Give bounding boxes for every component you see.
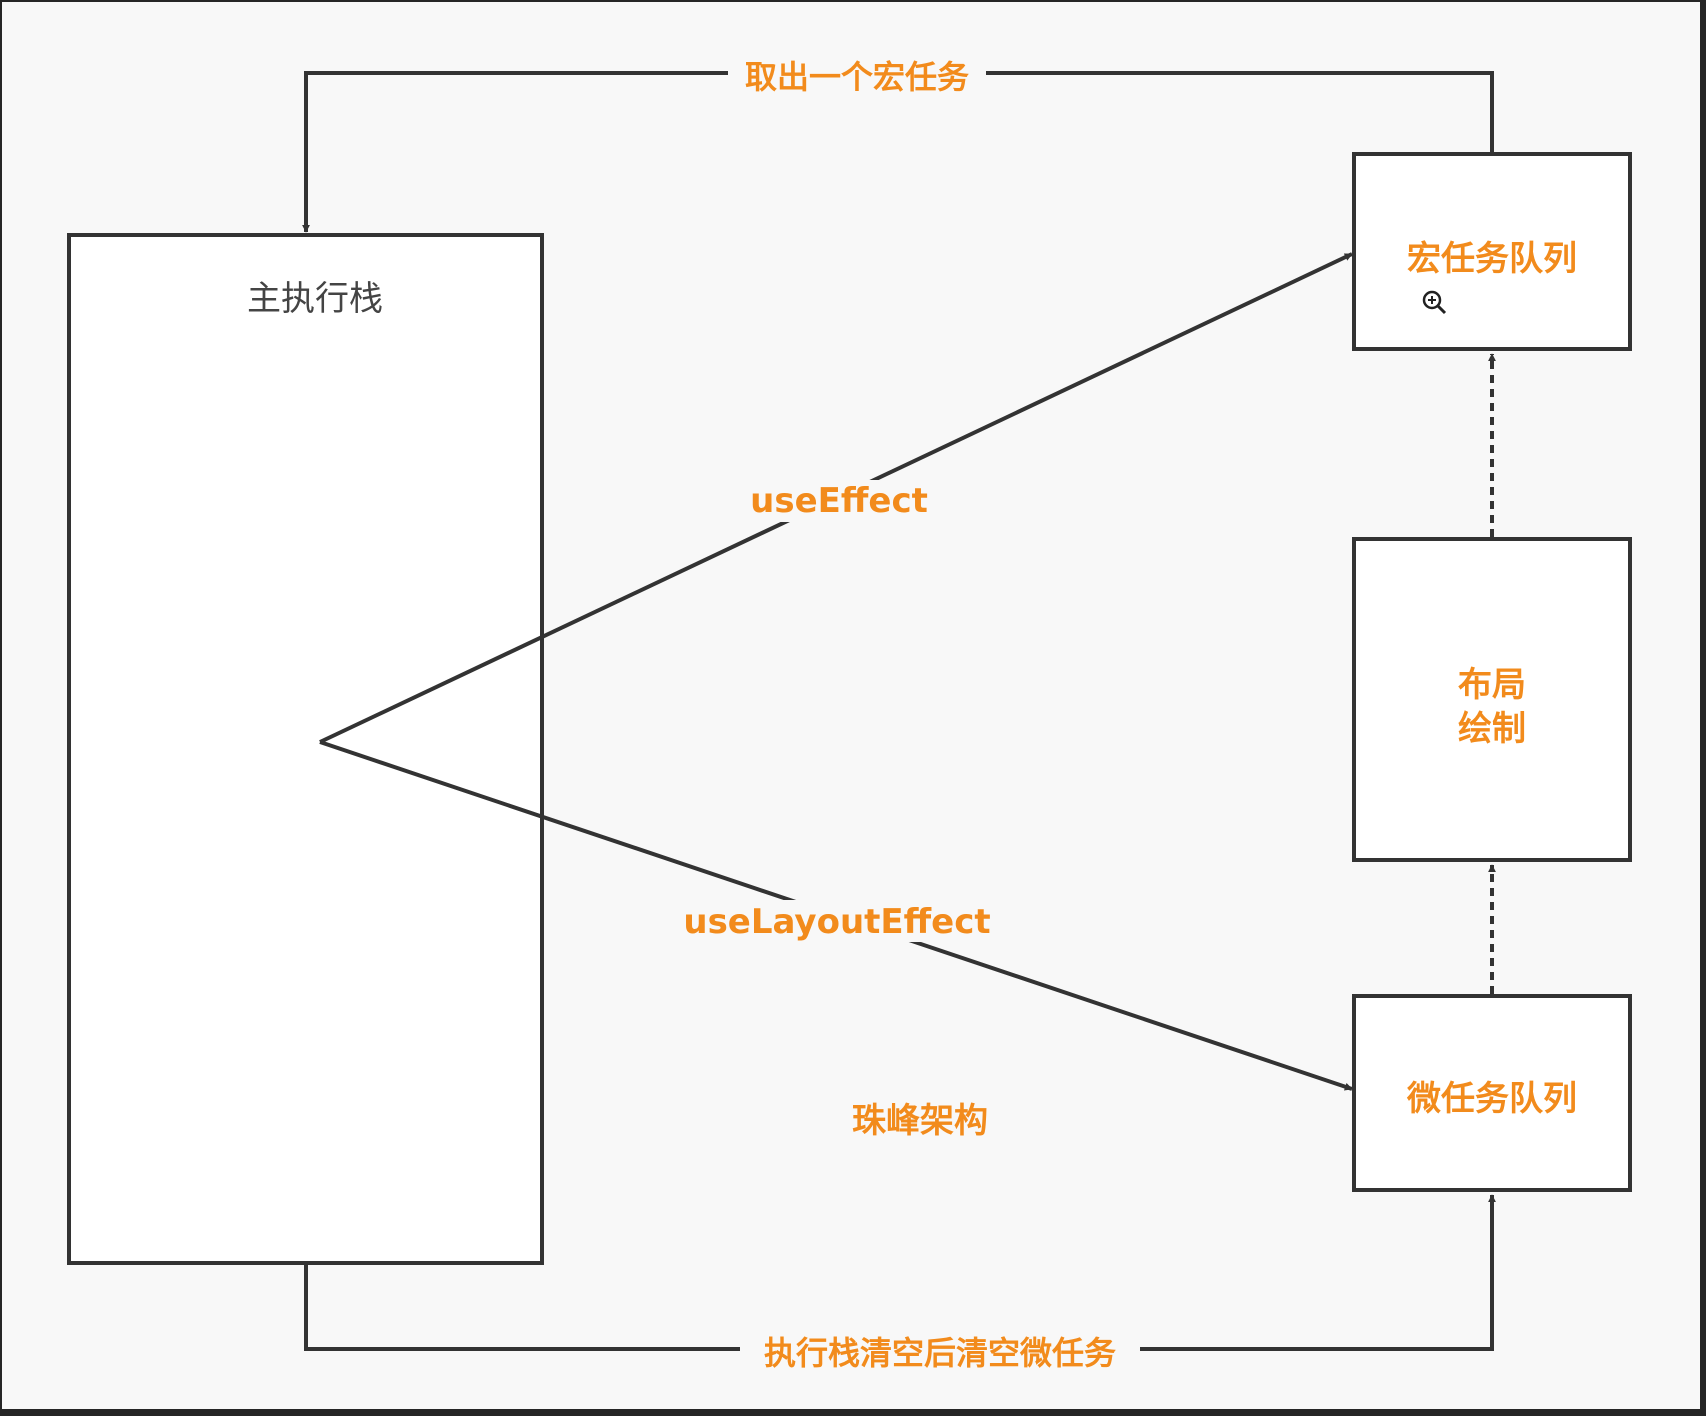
layout-paint-label-line1: 布局 (1458, 665, 1526, 705)
edge-use-effect-label-bg (754, 480, 924, 522)
macro-queue-label: 宏任务队列 (1407, 239, 1577, 279)
main-stack-box[interactable] (67, 233, 544, 1265)
edge-use-layout-effect-label-bg (692, 900, 982, 942)
edge-take-macro-label-bg (728, 54, 986, 96)
macro-queue-box[interactable] (1352, 152, 1632, 351)
zoom-in-icon (1422, 290, 1447, 315)
edge-clear-micro-label: 执行栈清空后清空微任务 (764, 1334, 1116, 1372)
edge-take-macro (302, 71, 1494, 233)
micro-queue-label: 微任务队列 (1406, 1079, 1577, 1119)
layout-paint-box[interactable] (1352, 537, 1632, 862)
edge-use-layout-effect-label: useLayoutEffect (683, 902, 990, 942)
micro-queue-box[interactable] (1352, 994, 1632, 1192)
edge-clear-micro-label-bg (740, 1330, 1140, 1372)
edge-use-effect-label: useEffect (750, 481, 928, 521)
watermark-text: 珠峰架构 (852, 1101, 988, 1141)
main-stack-label: 主执行栈 (247, 279, 383, 319)
layout-paint-label-line2: 绘制 (1458, 709, 1526, 749)
edge-take-macro-label: 取出一个宏任务 (745, 58, 969, 96)
